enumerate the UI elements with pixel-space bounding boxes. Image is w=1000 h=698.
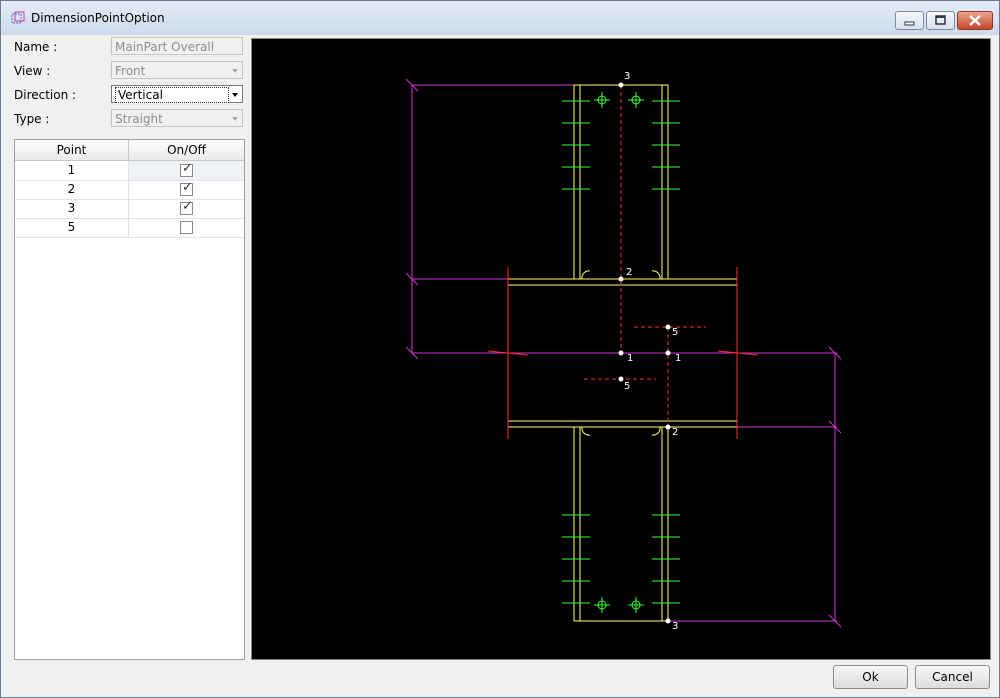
column-header-point[interactable]: Point <box>15 140 129 160</box>
type-select: Straight <box>111 109 243 127</box>
check-icon: ✓ <box>182 199 193 214</box>
name-field: MainPart Overall <box>111 37 243 55</box>
check-icon: ✓ <box>182 161 193 176</box>
point-cell: 5 <box>15 218 129 237</box>
drawing-canvas[interactable]: 3 2 5 1 1 5 2 3 <box>251 38 991 660</box>
point-label: 3 <box>624 71 630 82</box>
point-cell: 1 <box>15 161 129 180</box>
view-label: View : <box>14 64 51 78</box>
type-label: Type : <box>14 112 50 126</box>
minimize-button[interactable] <box>895 11 924 30</box>
dimension-app-icon <box>11 11 25 24</box>
grid-header: Point On/Off <box>15 140 244 161</box>
point-grid: Point On/Off 1 ✓ 2 ✓ 3 ✓ 5 <box>14 139 245 660</box>
point-label: 2 <box>626 267 632 278</box>
minimize-icon <box>904 21 915 26</box>
dimension-drawing: 3 2 5 1 1 5 2 3 <box>405 71 842 632</box>
point-label: 1 <box>675 353 681 364</box>
dimension-points <box>618 82 671 624</box>
point-label: 5 <box>672 327 678 338</box>
point-label: 2 <box>672 427 678 438</box>
direction-select[interactable]: Vertical <box>111 85 243 103</box>
table-row[interactable]: 3 ✓ <box>15 199 244 219</box>
point-cell: 2 <box>15 180 129 199</box>
name-value: MainPart Overall <box>115 40 215 54</box>
onoff-cell: ✓ <box>129 199 244 218</box>
table-row[interactable]: 1 ✓ <box>15 161 244 181</box>
close-button[interactable] <box>957 11 993 30</box>
window-title: DimensionPointOption <box>31 11 165 25</box>
restore-icon <box>935 15 946 25</box>
onoff-checkbox[interactable]: ✓ <box>180 161 193 177</box>
view-value: Front <box>115 64 146 78</box>
chevron-down-icon <box>232 69 238 73</box>
point-label: 1 <box>627 353 633 364</box>
onoff-checkbox[interactable]: ✓ <box>180 180 193 196</box>
point-label: 5 <box>624 381 630 392</box>
onoff-cell: ✓ <box>129 180 244 199</box>
plate-lines <box>487 267 759 439</box>
direction-value: Vertical <box>115 87 229 103</box>
center-lines <box>584 85 706 427</box>
maximize-button[interactable] <box>926 11 955 30</box>
column-header-onoff[interactable]: On/Off <box>167 143 206 157</box>
check-icon: ✓ <box>182 180 193 195</box>
onoff-cell <box>129 218 244 237</box>
direction-label: Direction : <box>14 88 77 102</box>
point-cell: 3 <box>15 199 129 218</box>
table-row[interactable]: 5 <box>15 218 244 238</box>
onoff-checkbox[interactable]: ✓ <box>180 199 193 215</box>
title-bar[interactable]: DimensionPointOption <box>1 1 999 35</box>
name-label: Name : <box>14 40 58 54</box>
bolt-marks <box>562 92 680 613</box>
chevron-down-icon <box>232 117 238 121</box>
view-select: Front <box>111 61 243 79</box>
ok-button[interactable]: Ok <box>833 665 908 689</box>
dialog-client: Name : MainPart Overall View : Front Dir… <box>6 35 995 692</box>
onoff-checkbox[interactable] <box>180 221 193 234</box>
close-icon <box>969 15 981 26</box>
chevron-down-icon[interactable] <box>232 93 238 97</box>
point-label: 3 <box>672 621 678 632</box>
type-value: Straight <box>115 112 163 126</box>
onoff-cell: ✓ <box>129 161 244 180</box>
cancel-button[interactable]: Cancel <box>915 665 990 689</box>
table-row[interactable]: 2 ✓ <box>15 180 244 200</box>
